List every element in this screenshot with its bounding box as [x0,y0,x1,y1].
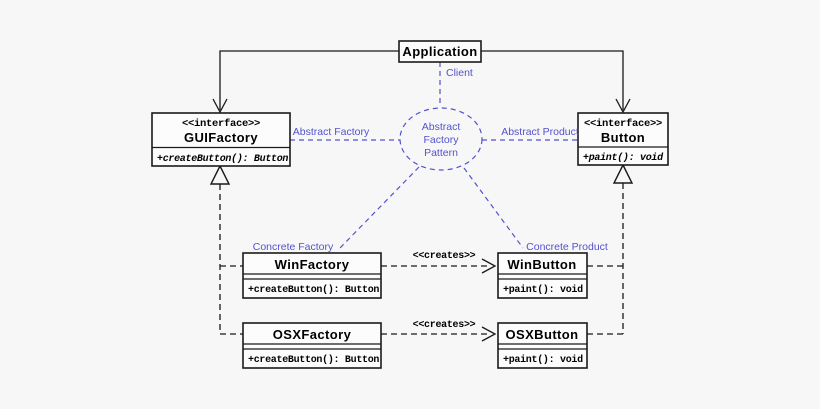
pattern-ellipse-shape [399,107,483,171]
application-box-rect [398,40,482,63]
application-title: Application [402,44,477,59]
realization-line-factories [219,184,243,335]
association-application-button [481,50,624,110]
winbutton-title: WinButton [507,257,576,272]
osxfactory-class-box: OSXFactory +createButton(): Button [242,322,382,369]
guifactory-title: GUIFactory [184,130,258,145]
guifactory-box-rect [151,112,291,167]
button-stereotype: <<interface>> [584,118,662,130]
osxbutton-class-box: OSXButton +paint(): void [497,322,588,369]
button-box-rect [577,112,669,166]
client-label: Client [446,67,473,79]
winfactory-box-rect [242,252,382,299]
winfactory-class-box: WinFactory +createButton(): Button [242,252,382,299]
winbutton-method: +paint(): void [503,284,583,296]
osxfactory-box-rect [242,322,382,369]
guifactory-class-box: <<interface>> GUIFactory +createButton()… [151,112,291,167]
open-arrowhead-button-icon [615,98,631,114]
application-class-box: Application [398,40,482,63]
osxbutton-method: +paint(): void [503,354,583,366]
osxbutton-box-rect [497,322,588,369]
pattern-ellipse: Abstract Factory Pattern [399,107,483,171]
pattern-ellipse-line3: Pattern [424,147,458,159]
winfactory-method: +createButton(): Button [248,284,379,296]
guifactory-stereotype: <<interface>> [182,118,260,130]
button-class-box: <<interface>> Button +paint(): void [577,112,669,166]
creates-bottom-label: <<creates>> [413,320,476,331]
concrete-product-label: Concrete Product [526,241,608,253]
winfactory-title: WinFactory [275,257,350,272]
association-application-guifactory [219,50,399,110]
pattern-ellipse-line1: Abstract [422,121,461,133]
concrete-factory-dashed-line [339,166,420,249]
winbutton-box-rect [497,252,588,299]
button-method: +paint(): void [583,152,664,164]
osxfactory-method: +createButton(): Button [248,354,379,366]
winbutton-class-box: WinButton +paint(): void [497,252,588,299]
osxfactory-title: OSXFactory [273,327,352,342]
guifactory-method: +createButton(): Button [157,153,288,165]
creates-arrowhead-bottom-icon [481,326,497,342]
osxbutton-title: OSXButton [506,327,579,342]
concrete-factory-label: Concrete Factory [253,241,334,253]
creates-arrowhead-top-icon [481,258,497,274]
abstract-product-label: Abstract Product [501,126,579,138]
pattern-ellipse-line2: Factory [423,134,459,146]
hollow-triangle-button-icon [612,163,634,184]
open-arrowhead-guifactory-icon [212,98,228,114]
concrete-product-dashed-line [463,167,524,249]
hollow-triangle-guifactory-icon [209,164,231,185]
creates-top-label: <<creates>> [413,251,476,262]
abstract-factory-label: Abstract Factory [293,126,370,138]
button-title: Button [601,130,645,145]
